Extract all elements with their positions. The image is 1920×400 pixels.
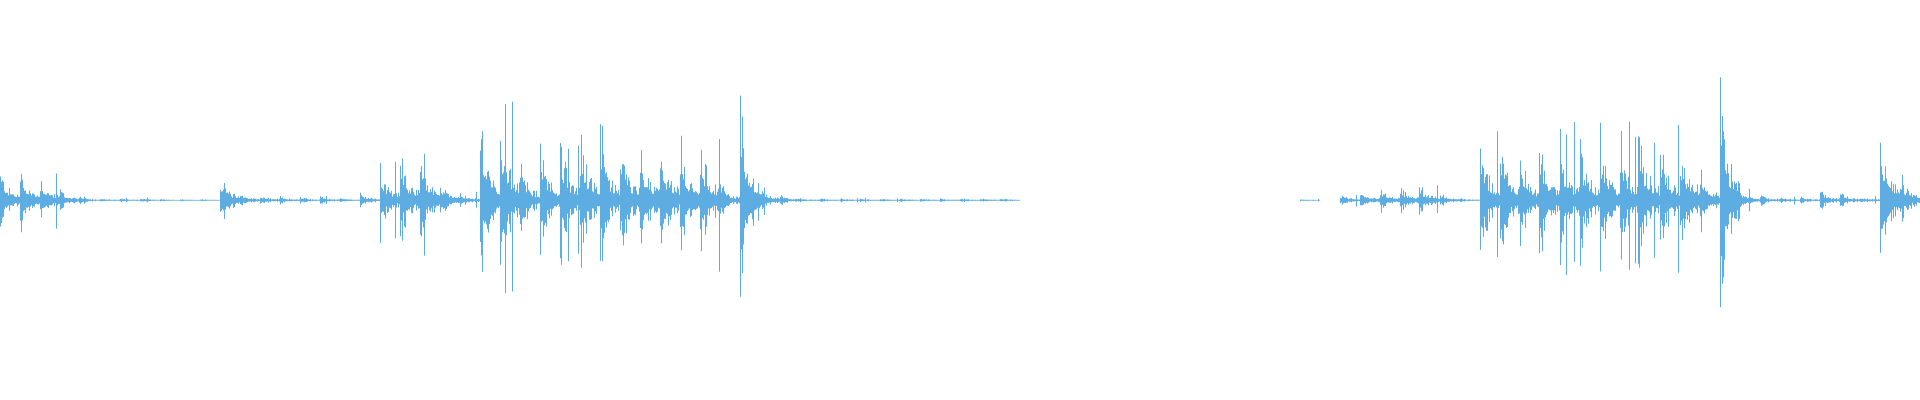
waveform-path	[0, 77, 1920, 308]
